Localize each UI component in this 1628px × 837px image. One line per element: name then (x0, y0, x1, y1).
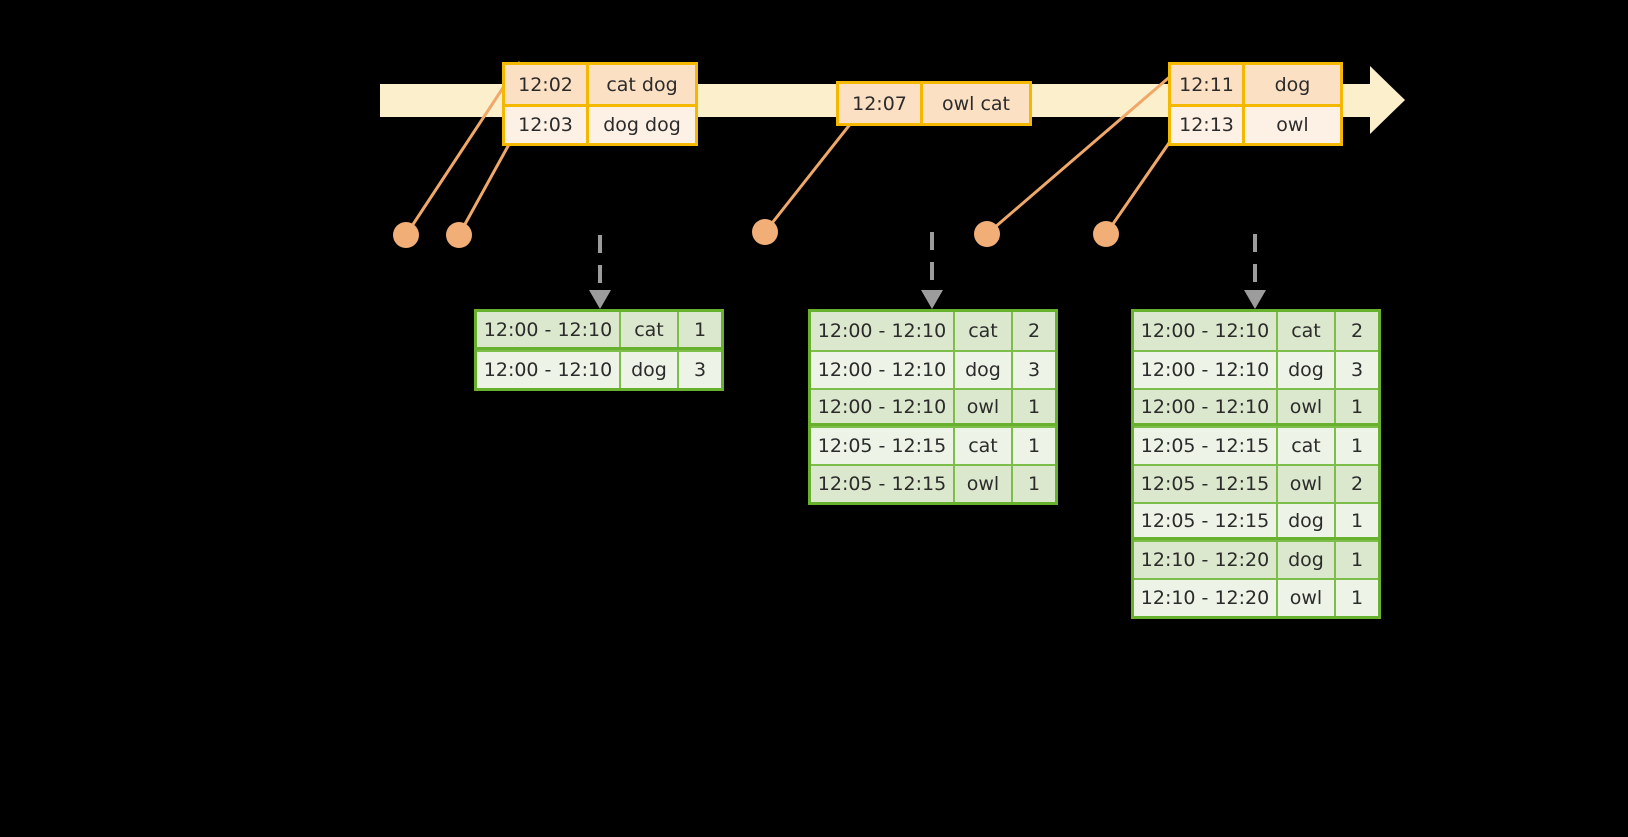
event-row: 12:11 dog (1171, 65, 1340, 104)
cell-window: 12:00 - 12:10 (811, 352, 955, 388)
cell-window: 12:05 - 12:15 (1134, 466, 1278, 502)
table-row: 12:10 - 12:20 dog 1 (1134, 540, 1378, 578)
cell-key: owl (955, 466, 1013, 502)
result-table-2[interactable]: 12:00 - 12:10 cat 2 12:00 - 12:10 dog 3 … (808, 309, 1058, 505)
cell-key: dog (621, 352, 679, 388)
table-row: 12:05 - 12:15 dog 1 (1134, 502, 1378, 540)
table-row: 12:00 - 12:10 dog 3 (811, 350, 1055, 388)
marker-12-11 (974, 221, 1000, 247)
cell-window: 12:05 - 12:15 (1134, 428, 1278, 464)
cell-window: 12:00 - 12:10 (477, 352, 621, 388)
cell-key: dog (955, 352, 1013, 388)
cell-count: 3 (693, 359, 707, 381)
cell-count: 1 (693, 318, 707, 341)
table-row: 12:05 - 12:15 cat 1 (1134, 426, 1378, 464)
cell-count: 3 (1350, 359, 1364, 381)
cell-count: 1 (1350, 549, 1364, 571)
cell-key: cat (1278, 312, 1336, 350)
dashed-arrow-3 (1244, 234, 1266, 309)
cell-window: 12:05 - 12:15 (811, 466, 955, 502)
table-row: 12:10 - 12:20 owl 1 (1134, 578, 1378, 616)
cell-count: 3 (1027, 359, 1041, 381)
cell-key: dog (1278, 542, 1336, 578)
table-row: 12:05 - 12:15 cat 1 (811, 426, 1055, 464)
event-row: 12:02 cat dog (505, 65, 695, 104)
cell-key: owl (955, 390, 1013, 423)
table-row: 12:00 - 12:10 dog 3 (1134, 350, 1378, 388)
cell-window: 12:00 - 12:10 (811, 390, 955, 423)
cell-key: cat (955, 428, 1013, 464)
table-row: 12:00 - 12:10 cat 1 (477, 312, 721, 350)
cell-key: owl (1278, 580, 1336, 616)
cell-count: 2 (1027, 320, 1041, 342)
cell-count: 1 (1350, 509, 1364, 532)
event-text: dog dog (603, 114, 681, 136)
table-row: 12:00 - 12:10 owl 1 (811, 388, 1055, 426)
cell-count: 1 (1027, 473, 1041, 495)
event-text: cat dog (606, 73, 678, 96)
cell-window: 12:05 - 12:15 (1134, 504, 1278, 537)
event-box-1[interactable]: 12:02 cat dog 12:03 dog dog (502, 62, 698, 146)
cell-window: 12:10 - 12:20 (1134, 580, 1278, 616)
cell-count: 1 (1027, 435, 1041, 457)
cell-count: 1 (1027, 395, 1041, 418)
cell-key: dog (1278, 352, 1336, 388)
event-row: 12:03 dog dog (505, 104, 695, 143)
cell-window: 12:10 - 12:20 (1134, 542, 1278, 578)
dashed-arrow-2 (921, 232, 943, 309)
event-row: 12:13 owl (1171, 104, 1340, 143)
marker-12-02 (393, 222, 419, 248)
cell-key: cat (955, 312, 1013, 350)
event-box-2[interactable]: 12:07 owl cat (836, 81, 1032, 126)
dashed-arrow-1 (589, 235, 611, 309)
cell-key: cat (621, 312, 679, 347)
event-time: 12:13 (1171, 107, 1245, 143)
event-time: 12:03 (505, 107, 589, 143)
event-text: owl cat (941, 92, 1011, 115)
connector-line-12-07 (763, 117, 857, 233)
event-text: dog (1274, 73, 1311, 96)
result-table-3[interactable]: 12:00 - 12:10 cat 2 12:00 - 12:10 dog 3 … (1131, 309, 1381, 619)
table-row: 12:00 - 12:10 cat 2 (811, 312, 1055, 350)
cell-count: 2 (1350, 473, 1364, 495)
event-time: 12:02 (505, 65, 589, 104)
cell-key: owl (1278, 466, 1336, 502)
cell-count: 1 (1350, 435, 1364, 457)
table-row: 12:00 - 12:10 cat 2 (1134, 312, 1378, 350)
event-row: 12:07 owl cat (839, 84, 1029, 123)
cell-key: cat (1278, 428, 1336, 464)
table-row: 12:00 - 12:10 owl 1 (1134, 388, 1378, 426)
cell-window: 12:00 - 12:10 (811, 312, 955, 350)
timeline-arrowhead (1370, 66, 1405, 134)
cell-window: 12:00 - 12:10 (1134, 390, 1278, 423)
event-time: 12:07 (839, 84, 923, 123)
marker-12-07 (752, 219, 778, 245)
table-row: 12:00 - 12:10 dog 3 (477, 350, 721, 388)
cell-key: owl (1278, 390, 1336, 423)
cell-window: 12:00 - 12:10 (477, 312, 621, 347)
cell-window: 12:00 - 12:10 (1134, 312, 1278, 350)
cell-key: dog (1278, 504, 1336, 537)
event-time: 12:11 (1171, 65, 1245, 104)
event-text: owl (1276, 114, 1309, 136)
cell-window: 12:05 - 12:15 (811, 428, 955, 464)
result-table-1[interactable]: 12:00 - 12:10 cat 1 12:00 - 12:10 dog 3 (474, 309, 724, 391)
marker-12-13 (1093, 221, 1119, 247)
table-row: 12:05 - 12:15 owl 2 (1134, 464, 1378, 502)
event-box-3[interactable]: 12:11 dog 12:13 owl (1168, 62, 1343, 146)
cell-count: 1 (1350, 395, 1364, 418)
marker-12-03 (446, 222, 472, 248)
cell-window: 12:00 - 12:10 (1134, 352, 1278, 388)
cell-count: 2 (1350, 320, 1364, 342)
cell-count: 1 (1350, 587, 1364, 609)
table-row: 12:05 - 12:15 owl 1 (811, 464, 1055, 502)
